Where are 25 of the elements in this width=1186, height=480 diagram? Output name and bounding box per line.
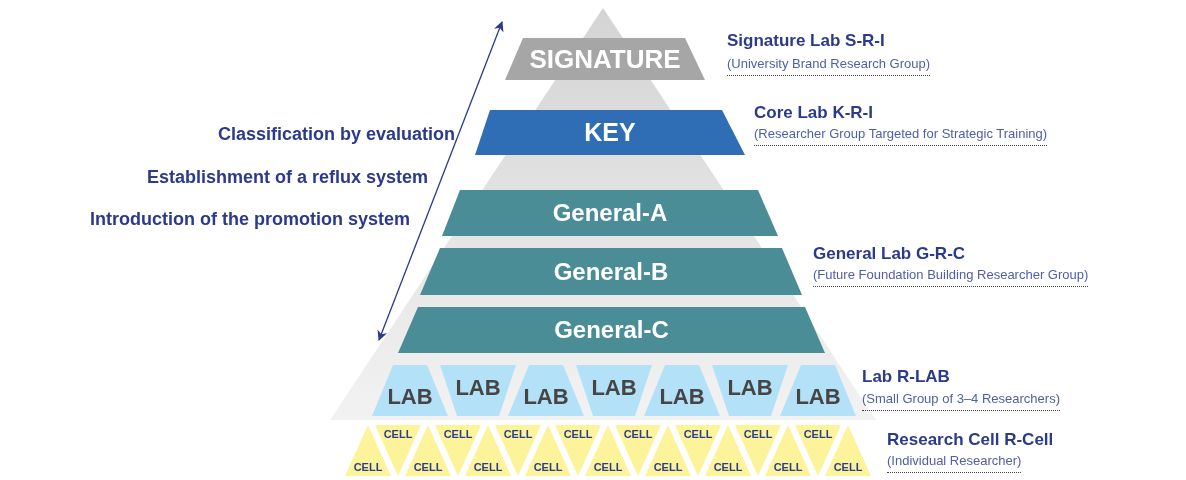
key-tier: KEY bbox=[475, 110, 745, 155]
lab-trapezoid: LAB bbox=[372, 365, 448, 416]
general-tier: General-A bbox=[442, 190, 778, 236]
lab-trapezoid: LAB bbox=[440, 365, 516, 416]
strategy-text: Classification by evaluation bbox=[217, 124, 455, 145]
tier-description: (Small Group of 3–4 Researchers) bbox=[862, 391, 1060, 411]
tier-description: (Individual Researcher) bbox=[887, 453, 1022, 473]
tier-title: Signature Lab S-R-I bbox=[727, 31, 885, 51]
tier-description: (Researcher Group Targeted for Strategic Training) bbox=[754, 126, 1048, 146]
tier-description: (Future Foundation Building Researcher Group) bbox=[813, 267, 1089, 287]
strategy-text: Establishment of a reflux system bbox=[146, 167, 428, 188]
lab-trapezoid: LAB bbox=[576, 365, 652, 416]
general-tier: General-B bbox=[420, 248, 802, 295]
tier-title: Core Lab K-R-I bbox=[754, 103, 873, 123]
tier-title: Research Cell R-Cell bbox=[887, 430, 1054, 450]
lab-trapezoid: LAB bbox=[780, 365, 856, 416]
tier-title: Lab R-LAB bbox=[862, 367, 950, 387]
general-tier: General-C bbox=[398, 307, 825, 353]
signature-tier: SIGNATURE bbox=[505, 38, 705, 80]
lab-trapezoid: LAB bbox=[712, 365, 788, 416]
lab-trapezoid: LAB bbox=[508, 365, 584, 416]
tier-description: (University Brand Research Group) bbox=[727, 56, 931, 76]
tier-title: General Lab G-R-C bbox=[813, 244, 966, 264]
strategy-text: Introduction of the promotion system bbox=[90, 209, 410, 230]
lab-trapezoid: LAB bbox=[644, 365, 720, 416]
